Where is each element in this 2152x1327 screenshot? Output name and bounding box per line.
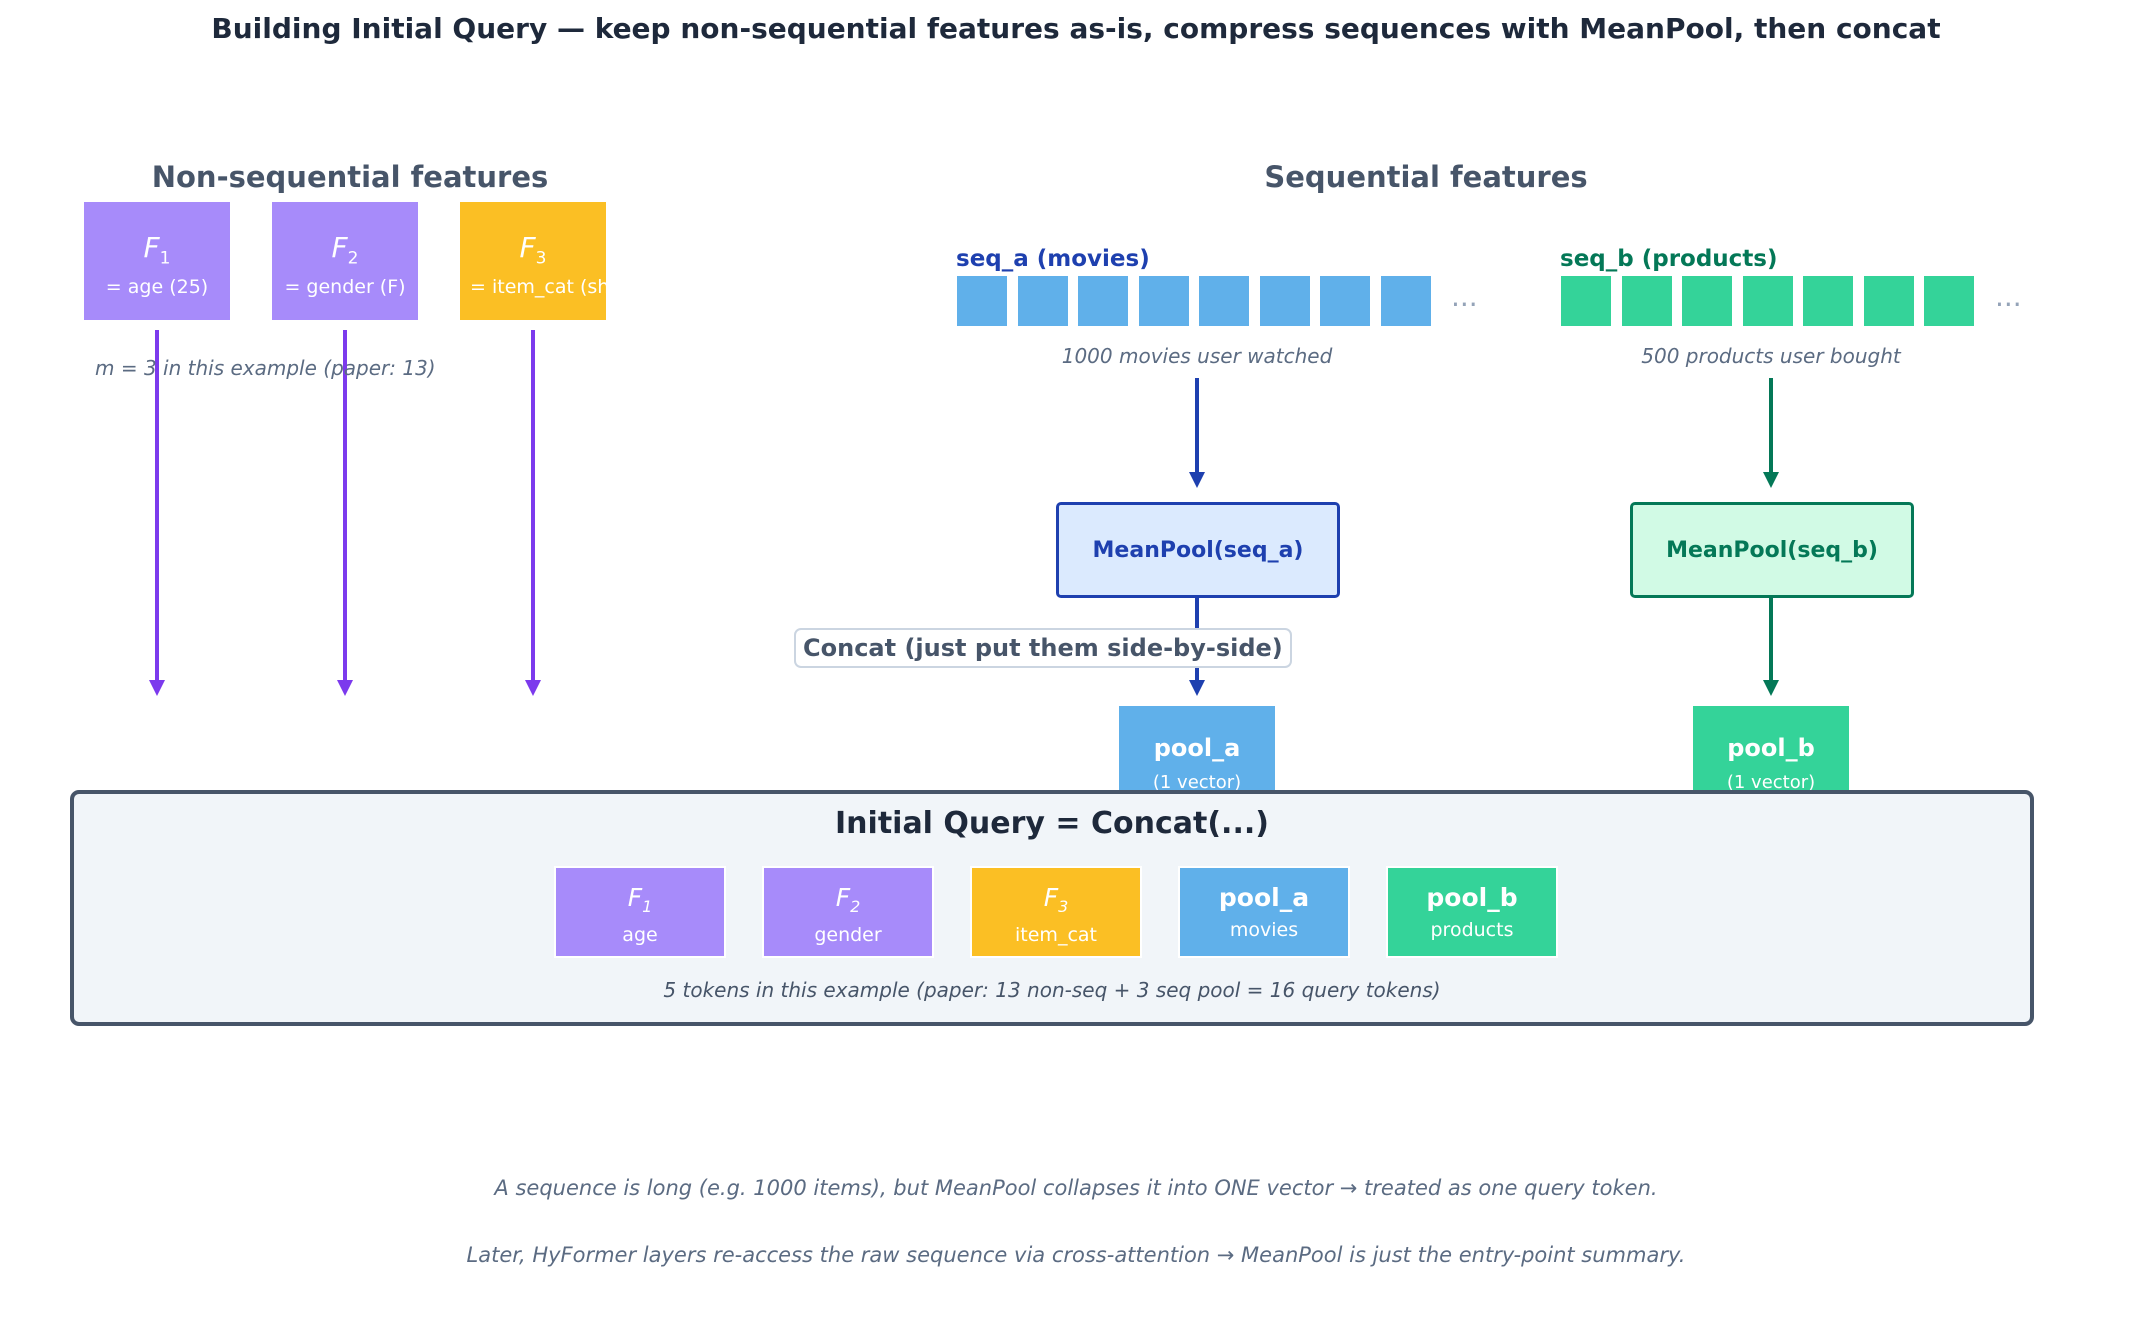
seq-b-cell bbox=[1803, 276, 1853, 326]
feature-f3-desc: = item_cat (shoes) bbox=[470, 275, 606, 298]
seq-a-cell bbox=[1078, 276, 1128, 326]
query-token-f3: F3 item_cat bbox=[970, 866, 1142, 958]
arrowhead-pool-b bbox=[1763, 680, 1779, 696]
seq-a-cell bbox=[1260, 276, 1310, 326]
feature-f3-box: F3 = item_cat (shoes) bbox=[460, 202, 606, 320]
non-seq-count-note: m = 3 in this example (paper: 13) bbox=[95, 356, 436, 380]
seq-a-cell bbox=[957, 276, 1007, 326]
query-token-pool-a-label: pool_a bbox=[1218, 883, 1310, 912]
non-sequential-heading: Non-sequential features bbox=[151, 160, 549, 194]
concat-label: Concat (just put them side-by-side) bbox=[794, 628, 1292, 668]
seq-b-cell bbox=[1924, 276, 1974, 326]
seq-a-cell bbox=[1139, 276, 1189, 326]
seq-a-caption: 1000 movies user watched bbox=[1061, 344, 1333, 368]
sequential-heading: Sequential features bbox=[1264, 160, 1588, 194]
feature-f2-desc: = gender (F) bbox=[284, 275, 406, 298]
initial-query-title: Initial Query = Concat(...) bbox=[835, 806, 1269, 841]
seq-b-cell bbox=[1864, 276, 1914, 326]
footer-line-1: A sequence is long (e.g. 1000 items), bu… bbox=[494, 1176, 1658, 1200]
seq-b-cell bbox=[1622, 276, 1672, 326]
query-token-pool-b-label: pool_b bbox=[1426, 883, 1518, 912]
seq-a-cell bbox=[1018, 276, 1068, 326]
query-token-f1: F1 age bbox=[554, 866, 726, 958]
query-token-f1-sub: age bbox=[622, 924, 658, 946]
feature-f2-box: F2 = gender (F) bbox=[272, 202, 418, 320]
meanpool-a-label: MeanPool(seq_a) bbox=[1092, 537, 1304, 563]
seq-b-cell bbox=[1682, 276, 1732, 326]
seq-a-cell bbox=[1381, 276, 1431, 326]
footer-line-2: Later, HyFormer layers re-access the raw… bbox=[466, 1243, 1686, 1267]
initial-query-note: 5 tokens in this example (paper: 13 non-… bbox=[663, 978, 1441, 1002]
feature-f1-desc: = age (25) bbox=[105, 275, 209, 298]
arrowhead-f1 bbox=[149, 680, 165, 696]
seq-b-ellipsis: ... bbox=[1995, 280, 2022, 313]
meanpool-a-box: MeanPool(seq_a) bbox=[1056, 502, 1340, 598]
meanpool-b-box: MeanPool(seq_b) bbox=[1630, 502, 1914, 598]
query-token-f2-sub: gender bbox=[814, 924, 882, 946]
seq-a-label: seq_a (movies) bbox=[956, 246, 1150, 272]
diagram-title: Building Initial Query — keep non-sequen… bbox=[211, 12, 1941, 45]
seq-b-label: seq_b (products) bbox=[1560, 246, 1778, 272]
seq-a-cell bbox=[1199, 276, 1249, 326]
meanpool-b-label: MeanPool(seq_b) bbox=[1666, 537, 1878, 563]
seq-b-caption: 500 products user bought bbox=[1641, 344, 1901, 368]
query-token-f3-sub: item_cat bbox=[1015, 924, 1097, 946]
pool-b-sub: (1 vector) bbox=[1726, 772, 1816, 793]
arrowhead-pool-a bbox=[1189, 680, 1205, 696]
seq-b-cell bbox=[1743, 276, 1793, 326]
non-seq-arrows bbox=[149, 330, 541, 696]
pool-a-sub: (1 vector) bbox=[1152, 772, 1242, 793]
pool-b-label: pool_b bbox=[1727, 734, 1815, 762]
seq-a-cell bbox=[1320, 276, 1370, 326]
seq-b-cell bbox=[1561, 276, 1611, 326]
arrowhead-f2 bbox=[337, 680, 353, 696]
query-token-pool-a-sub: movies bbox=[1229, 919, 1299, 941]
arrowhead-seq-b-meanpool bbox=[1763, 472, 1779, 488]
arrowhead-seq-a-meanpool bbox=[1189, 472, 1205, 488]
query-token-pool-b: pool_b products bbox=[1386, 866, 1558, 958]
pool-a-label: pool_a bbox=[1153, 734, 1241, 762]
feature-f1-box: F1 = age (25) bbox=[84, 202, 230, 320]
query-token-pool-a: pool_a movies bbox=[1178, 866, 1350, 958]
query-token-f2: F2 gender bbox=[762, 866, 934, 958]
arrowhead-f3 bbox=[525, 680, 541, 696]
query-token-pool-b-sub: products bbox=[1430, 919, 1514, 941]
pool-a-box: pool_a (1 vector) bbox=[1119, 706, 1275, 796]
seq-a-ellipsis: ... bbox=[1451, 280, 1478, 313]
pool-b-box: pool_b (1 vector) bbox=[1693, 706, 1849, 796]
seq-b-arrows bbox=[1763, 378, 1779, 696]
